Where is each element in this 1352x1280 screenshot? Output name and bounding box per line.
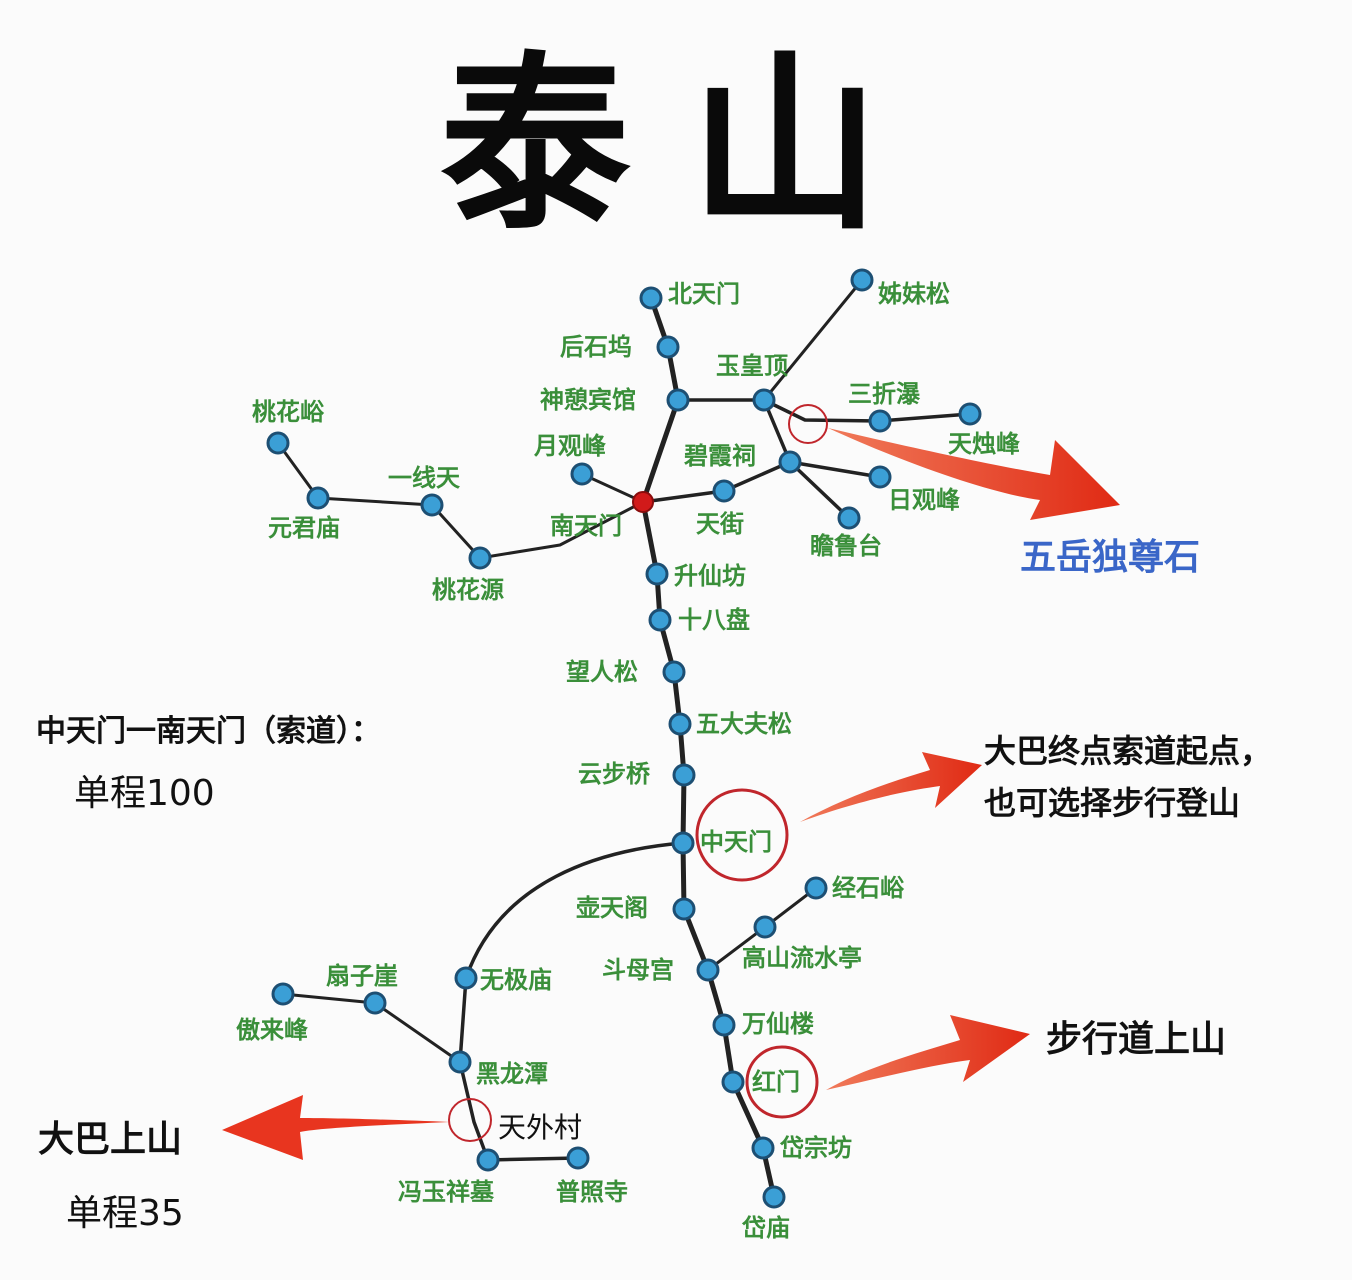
- label-shenqibinguan: 神憩宾馆: [540, 386, 636, 414]
- label-zhanlutai: 瞻鲁台: [810, 532, 882, 560]
- label-heilongtan: 黑龙潭: [476, 1060, 548, 1088]
- label-gaoshanliushuiting: 高山流水亭: [742, 944, 862, 972]
- label-aolaifeng: 傲来峰: [236, 1016, 308, 1044]
- label-puzhaosi: 普照寺: [556, 1178, 628, 1206]
- route-lines: [276, 278, 972, 1200]
- callout-bus-terminal-line1: 大巴终点索道起点，: [984, 732, 1273, 770]
- wuyue-stone-circle: [788, 404, 828, 444]
- callout-bus-price: 单程35: [66, 1193, 184, 1234]
- hongmen-circle: [745, 1045, 819, 1119]
- label-taohuayuan: 桃花源: [432, 576, 504, 604]
- arrow-to-walk-up: [826, 1015, 1030, 1090]
- callout-wuyue-stone: 五岳独尊石: [1020, 537, 1201, 578]
- label-yunbuqiao: 云步桥: [578, 760, 650, 788]
- label-shengxianfang: 升仙坊: [674, 562, 746, 590]
- label-fengyuxiangmu: 冯玉祥墓: [398, 1178, 494, 1206]
- callout-arrows: [222, 428, 1120, 1160]
- label-hutiange: 壶天阁: [576, 894, 648, 922]
- label-wudafusong: 五大夫松: [696, 710, 792, 738]
- label-sanzhepu: 三折瀑: [848, 380, 920, 408]
- callout-bus-up: 大巴上山: [38, 1119, 183, 1160]
- label-tianjie: 天街: [696, 510, 744, 538]
- label-zhongtianmen: 中天门: [700, 828, 772, 856]
- label-tianwaicun: 天外村: [498, 1111, 583, 1144]
- arrow-to-bus-terminal: [800, 752, 982, 822]
- label-yixiantian: 一线天: [388, 464, 460, 492]
- page-title: 泰山: [440, 33, 941, 256]
- nantianmen-node: [632, 491, 654, 513]
- label-bixiaci: 碧霞祠: [684, 442, 756, 470]
- tianwaicun-circle: [448, 1098, 492, 1142]
- label-zimeisong: 姊妹松: [878, 280, 950, 308]
- label-wujimiao: 无极庙: [480, 966, 552, 994]
- label-shibapan: 十八盘: [678, 606, 750, 634]
- highlight-circles: [448, 404, 828, 1142]
- label-yuhuangding: 玉皇顶: [716, 352, 788, 380]
- label-wangrensong: 望人松: [566, 658, 638, 686]
- callout-cableway-title: 中天门一南天门（索道）：: [36, 714, 381, 749]
- station-nodes: [266, 268, 982, 1209]
- zhongtianmen-circle: [695, 788, 789, 882]
- label-riguanfeng: 日观峰: [888, 486, 960, 514]
- callout-bus-terminal-line2: 也可选择步行登山: [984, 784, 1241, 822]
- callout-walk-up: 步行道上山: [1046, 1019, 1227, 1060]
- label-beitianmen: 北天门: [668, 280, 740, 308]
- label-yuanjunmiao: 元君庙: [268, 514, 340, 542]
- arrow-to-bus-up: [222, 1095, 450, 1160]
- label-houshiwu: 后石坞: [560, 333, 632, 361]
- label-doumugong: 斗母宫: [602, 956, 674, 984]
- label-jingshiyu: 经石峪: [832, 874, 904, 902]
- label-nantianmen: 南天门: [550, 512, 622, 540]
- label-daizongfang: 岱宗坊: [780, 1134, 852, 1162]
- label-tianzhufeng: 天烛峰: [948, 430, 1020, 458]
- label-daimiao: 岱庙: [742, 1214, 790, 1242]
- label-taohuayu: 桃花峪: [252, 398, 324, 426]
- callout-cableway-price: 单程100: [74, 773, 215, 814]
- label-shanziya: 扇子崖: [326, 962, 398, 990]
- arrow-to-wuyue-stone: [828, 428, 1120, 520]
- label-wanxianlou: 万仙楼: [742, 1010, 814, 1038]
- label-hongmen: 红门: [752, 1068, 800, 1096]
- label-yueguanfeng: 月观峰: [534, 432, 606, 460]
